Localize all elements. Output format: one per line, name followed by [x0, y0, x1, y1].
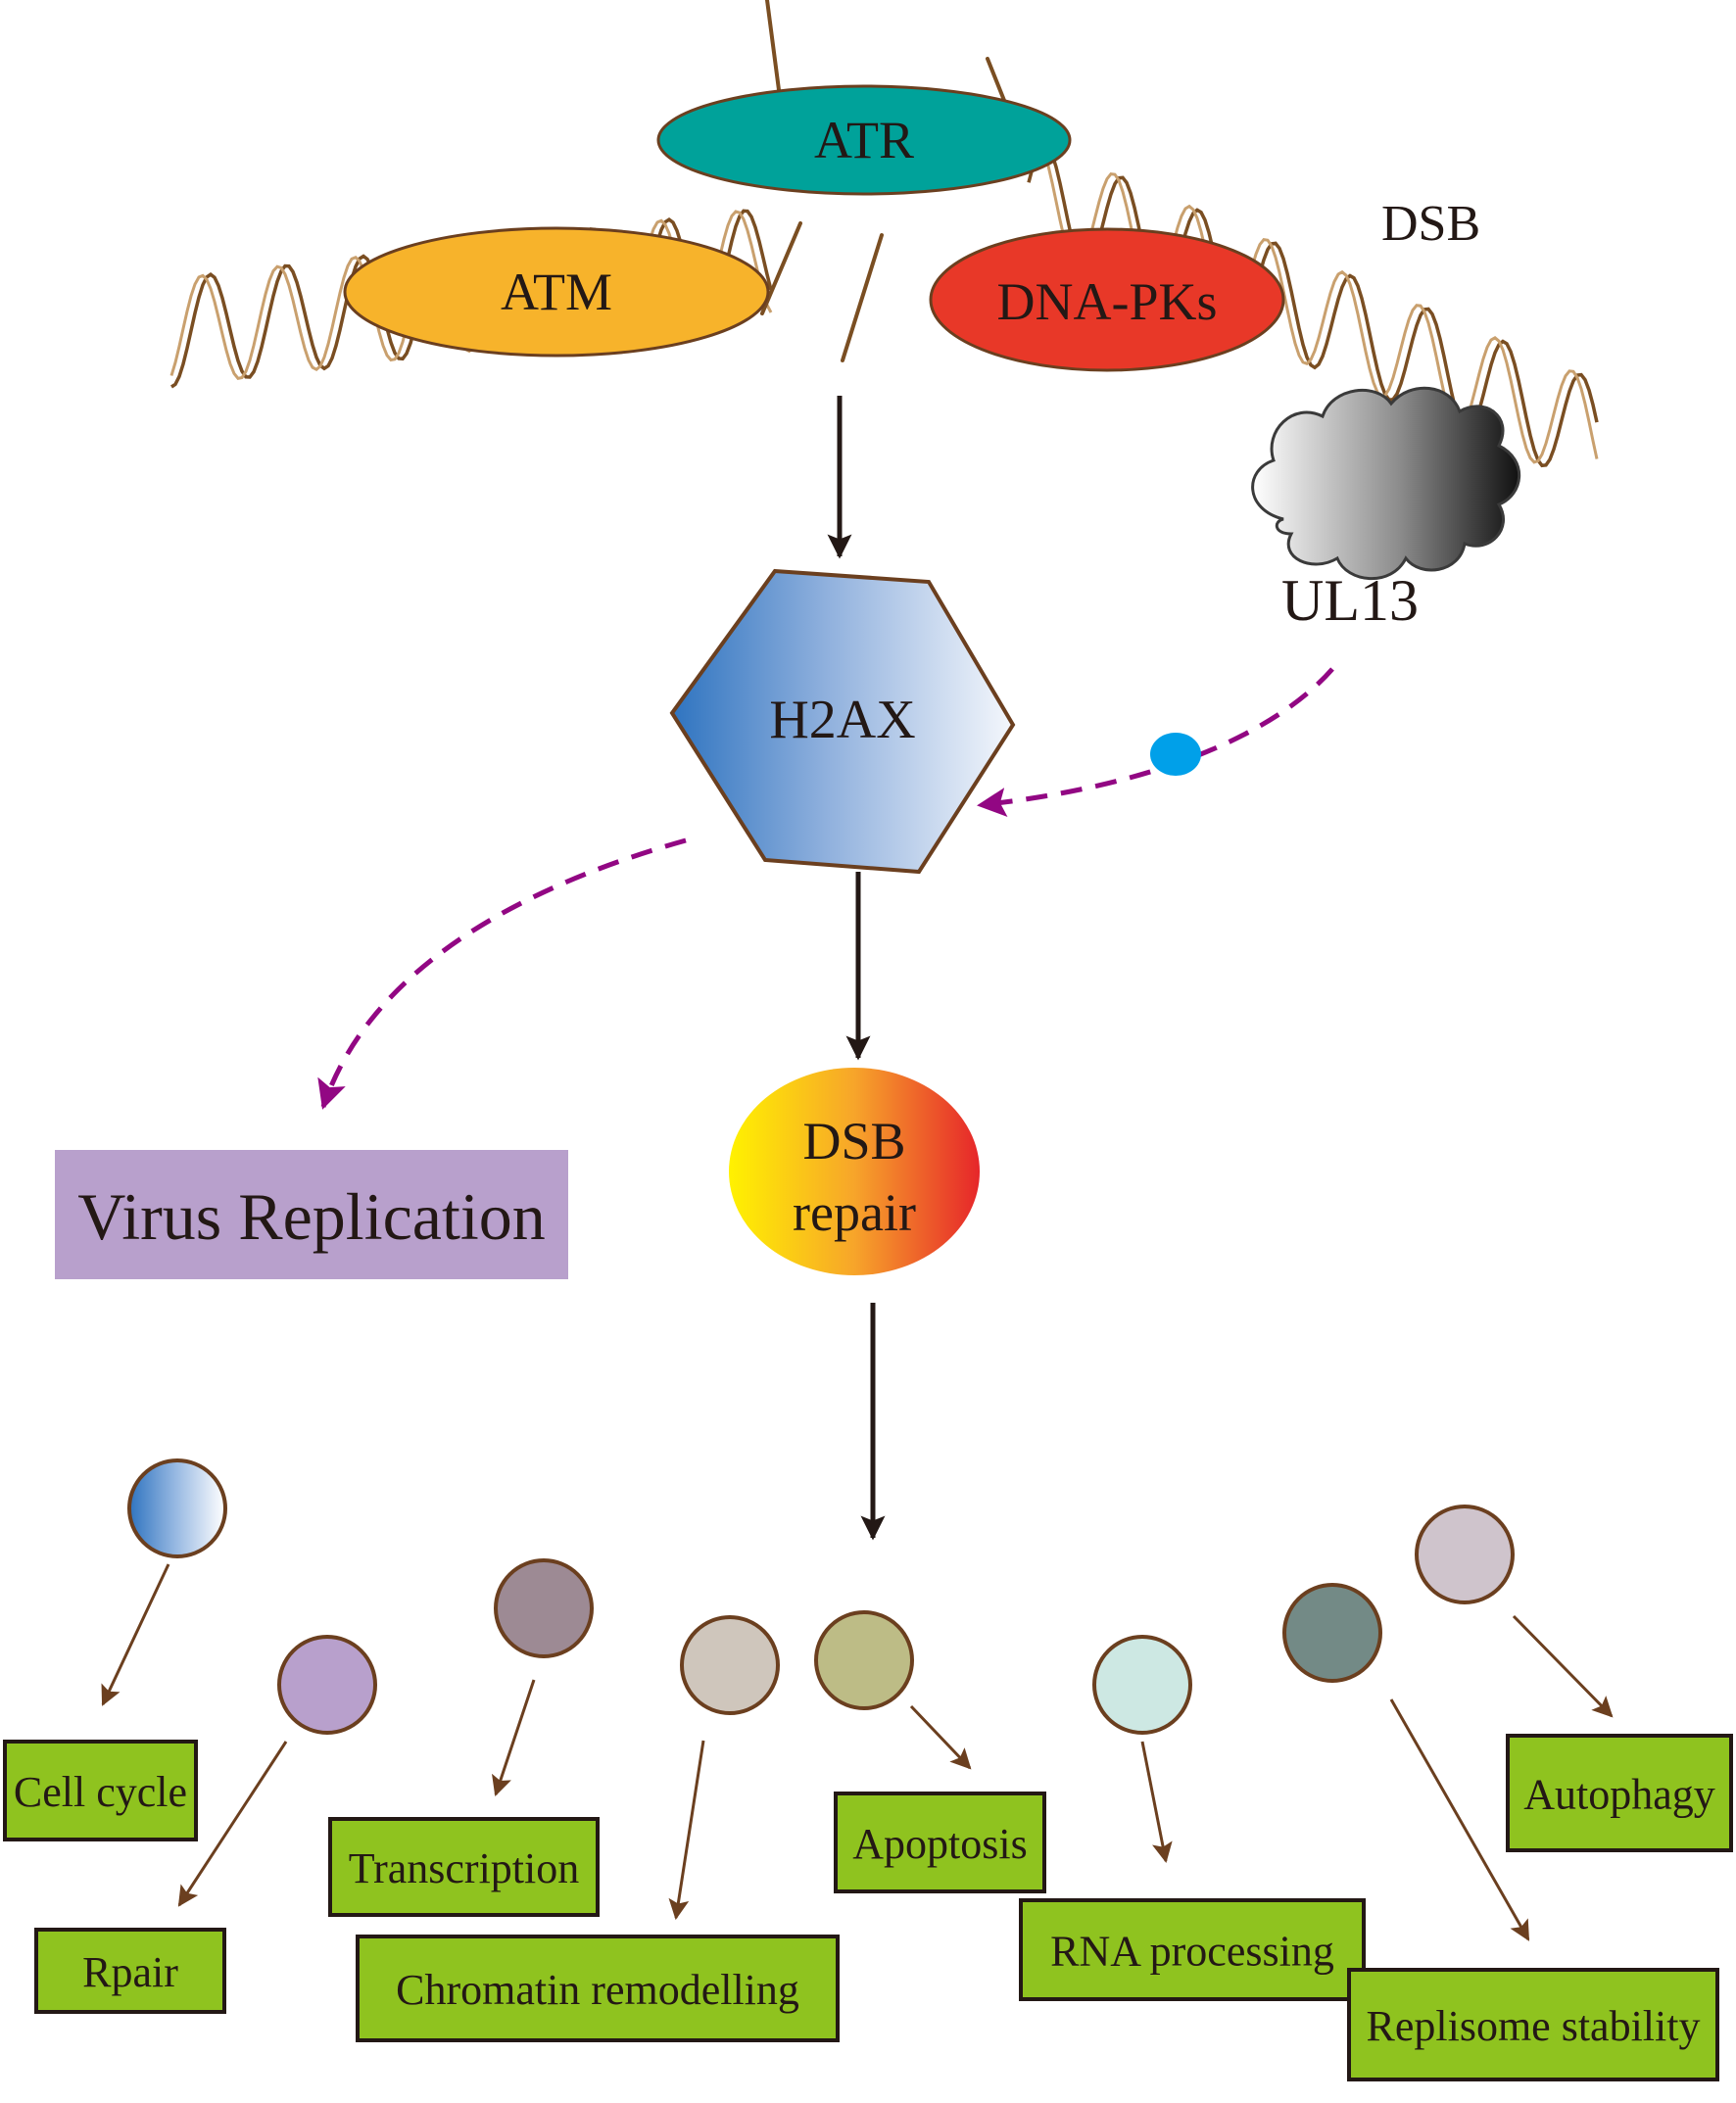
- outcome-circle: [814, 1610, 914, 1710]
- h2ax-label: H2AX: [769, 690, 915, 750]
- outcome-circle: [1282, 1583, 1382, 1683]
- outcome-box: [3, 1740, 198, 1841]
- outcome-arrow: [909, 1704, 972, 1770]
- virus-replication-label: Virus Replication: [77, 1179, 546, 1254]
- dsb-lesion-label: DSB: [1381, 196, 1480, 252]
- outcome-box: [328, 1817, 600, 1917]
- dnapk-kinase: DNA-PKs: [929, 227, 1285, 372]
- dsb-repair-line2: repair: [793, 1183, 916, 1242]
- h2ax-hexagon: H2AX: [669, 568, 1016, 875]
- outcome-label: Autophagy: [1523, 1771, 1715, 1819]
- outcome-arrow: [177, 1741, 288, 1907]
- outcome-box: [1506, 1734, 1733, 1852]
- outcome-label: Transcription: [349, 1844, 580, 1892]
- outcome-label: Chromatin remodelling: [396, 1966, 799, 2014]
- phosphate-dot: [1150, 733, 1201, 776]
- outcome-label: Apoptosis: [852, 1820, 1027, 1868]
- atr-kinase: ATR: [656, 84, 1072, 196]
- virus-replication-box: Virus Replication: [55, 1150, 568, 1279]
- outcome-circle: [1092, 1635, 1192, 1735]
- dnapk-label: DNA-PKs: [996, 272, 1217, 331]
- outcome-arrow: [668, 1740, 705, 1921]
- ul13-cloud: UL13: [1251, 386, 1521, 633]
- outcome-box: [834, 1792, 1046, 1893]
- outcome-label: Rpair: [82, 1948, 178, 1996]
- outcome-circle: [127, 1458, 227, 1558]
- atm-kinase: ATM: [343, 226, 770, 358]
- ul13-label: UL13: [1281, 568, 1419, 633]
- outcome-arrow: [1140, 1741, 1173, 1864]
- outcome-label: Replisome stability: [1367, 2002, 1701, 2050]
- dsb-repair-ellipse: DSB repair: [729, 1068, 980, 1275]
- outcome-box: [1347, 1968, 1719, 2081]
- outcome-arrow: [101, 1563, 170, 1706]
- outcome-box: [1019, 1898, 1366, 2001]
- outcome-circle: [494, 1558, 594, 1658]
- outcome-circle: [277, 1635, 377, 1735]
- outcome-arrow: [1512, 1614, 1614, 1718]
- outcome-box: [34, 1928, 226, 2014]
- outcome-circle: [1415, 1505, 1515, 1604]
- outcome-label: RNA processing: [1050, 1928, 1334, 1976]
- outcome-box: [356, 1935, 840, 2042]
- outcome-arrow: [1389, 1698, 1530, 1941]
- outcome-label: Cell cycle: [14, 1768, 187, 1816]
- dsb-repair-line1: DSB: [802, 1112, 905, 1171]
- outcome-arrow: [492, 1679, 536, 1796]
- ul13-to-h2ax-dashed-arrow: [977, 667, 1334, 817]
- h2ax-to-virus-dashed-arrow: [317, 837, 687, 1110]
- atm-label: ATM: [501, 263, 612, 321]
- atr-label: ATR: [814, 111, 914, 169]
- outcome-circle: [680, 1615, 780, 1715]
